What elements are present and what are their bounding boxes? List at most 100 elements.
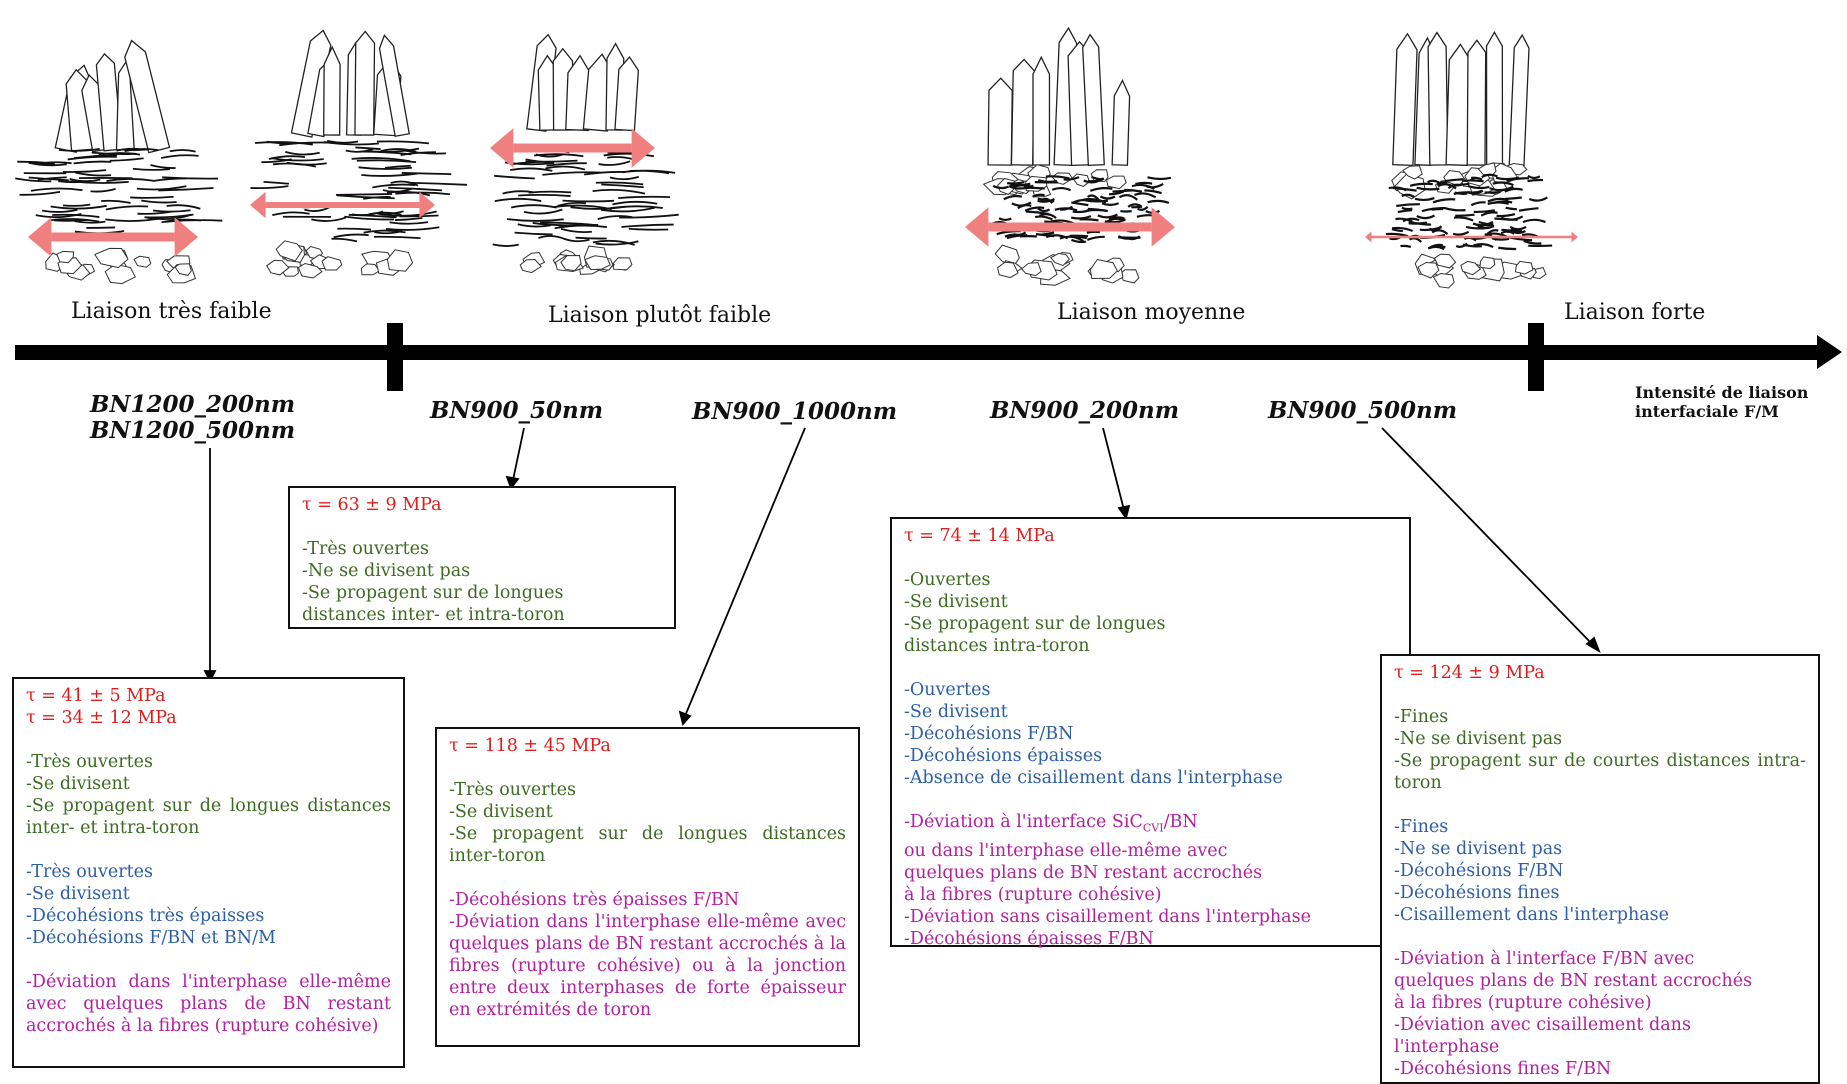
bn-layer-mark — [607, 157, 632, 159]
crack-property: -Se propagent sur de longues distances i… — [26, 795, 391, 839]
bn-layer-mark — [1474, 210, 1495, 212]
bn-layer-mark — [336, 194, 392, 195]
bn-layer-mark — [593, 190, 645, 194]
tau-value: τ = 118 ± 45 MPa — [449, 735, 846, 757]
level-label-very-weak: Liaison très faible — [71, 299, 272, 324]
bn-layer-mark — [1417, 188, 1440, 190]
bn-layer-mark — [1524, 241, 1542, 244]
tau-value: τ = 63 ± 9 MPa — [302, 494, 662, 516]
bn-layer-mark — [518, 195, 570, 196]
bn-layer-mark — [153, 210, 191, 211]
bn-layer-mark — [1455, 193, 1467, 194]
bn-layer-mark — [1070, 236, 1088, 237]
bn-layer-mark — [285, 152, 319, 155]
bn-layer-mark — [507, 219, 564, 221]
bn-layer-mark — [1398, 210, 1412, 212]
bn-layer-mark — [1488, 202, 1509, 204]
bn-layer-mark — [1455, 215, 1474, 216]
bn-layer-mark — [1478, 226, 1494, 228]
bn-layer-mark — [377, 141, 429, 143]
crystal-shape — [1487, 32, 1503, 165]
bn-layer-mark — [621, 225, 673, 227]
matrix-grain — [1073, 174, 1090, 186]
bn-layer-mark — [63, 170, 106, 172]
level-label-medium: Liaison moyenne — [1057, 300, 1245, 325]
deviation-property: quelques plans de BN restant accrochés — [1394, 970, 1806, 992]
bn-layer-mark — [106, 179, 153, 181]
bn-layer-mark — [1052, 188, 1070, 190]
bn-layer-mark — [599, 161, 630, 165]
info-box-bn900-1000nm: τ = 118 ± 45 MPa -Très ouvertes -Se divi… — [435, 727, 860, 1047]
crack-property: -Très ouvertes — [449, 779, 846, 801]
deviation-property: -Déviation dans l'interphase elle-même a… — [26, 971, 391, 1037]
crystal-shape — [988, 78, 1012, 165]
debond-property: -Décohésions F/BN — [904, 723, 1397, 745]
crack-property: distances intra-toron — [904, 635, 1397, 657]
bn-layer-mark — [41, 162, 72, 163]
bn-layer-mark — [576, 238, 607, 239]
debond-property: -Cisaillement dans l'interphase — [1394, 904, 1806, 926]
crack-property: -Ne se divisent pas — [1394, 728, 1806, 750]
deviation-property: -Décohésions très épaisses F/BN — [449, 889, 846, 911]
bn-layer-mark — [63, 205, 90, 206]
bn-layer-mark — [1410, 238, 1422, 242]
deviation-property: à la fibres (rupture cohésive) — [1394, 992, 1806, 1014]
bn-layer-mark — [75, 172, 111, 175]
bn-layer-mark — [493, 244, 519, 246]
bn-layer-mark — [1529, 197, 1547, 200]
matrix-grain — [1121, 270, 1139, 283]
interphase-schematics — [0, 0, 1847, 300]
crystal-shape — [1011, 59, 1034, 165]
crystal-shape — [1112, 80, 1130, 165]
bn-layer-mark — [1498, 248, 1516, 249]
matrix-grain — [387, 250, 412, 271]
level-label-strong: Liaison forte — [1564, 300, 1705, 325]
bn-layer-mark — [1400, 246, 1410, 247]
bn-layer-mark — [1035, 217, 1052, 220]
bn-layer-mark — [311, 218, 346, 221]
bn-layer-mark — [130, 197, 173, 198]
bn-layer-mark — [495, 199, 541, 201]
debond-property: -Se divisent — [26, 883, 391, 905]
deviation-property: -Déviation à l'interface SiCCVI/BN — [904, 811, 1397, 840]
bn-layer-mark — [133, 169, 170, 170]
crack-arrow-head — [1365, 232, 1372, 243]
tau-value: τ = 41 ± 5 MPa — [26, 685, 391, 707]
crack-arrow-head — [28, 217, 51, 257]
pointer-arrow-4 — [1103, 428, 1124, 510]
info-box-bn900-50nm: τ = 63 ± 9 MPa -Très ouvertes -Ne se div… — [288, 486, 676, 629]
bn-layer-mark — [1007, 182, 1024, 183]
matrix-grain — [1107, 176, 1127, 189]
crack-property: -Ouvertes — [904, 569, 1397, 591]
bn-layer-mark — [1012, 202, 1031, 205]
bn-layer-mark — [1100, 196, 1115, 198]
crack-property: -Se propagent sur de courtes distances i… — [1394, 750, 1806, 794]
bn-layer-mark — [1456, 244, 1467, 247]
bn-layer-mark — [1036, 234, 1054, 236]
matrix-grain — [322, 257, 342, 270]
crack-property: -Se divisent — [449, 801, 846, 823]
bn-layer-mark — [19, 192, 60, 195]
axis-title-line1: Intensité de liaison — [1635, 383, 1808, 402]
deviation-property: -Décohésions épaisses F/BN — [904, 928, 1397, 950]
debond-property: -Décohésions F/BN et BN/M — [26, 927, 391, 949]
bn-layer-mark — [1523, 220, 1545, 222]
bn-layer-mark — [151, 165, 176, 168]
bn-layer-mark — [161, 155, 198, 158]
crack-arrow-head — [490, 128, 513, 168]
axis-title-line2: interfaciale F/M — [1635, 402, 1779, 421]
bn-layer-mark — [1135, 183, 1152, 184]
bn-layer-mark — [511, 205, 557, 207]
bn-layer-mark — [74, 162, 112, 164]
bn-layer-mark — [601, 184, 643, 187]
deviation-property: -Déviation à l'interface F/BN avec — [1394, 948, 1806, 970]
crystal-shape — [1467, 40, 1486, 165]
bn-layer-mark — [1148, 177, 1171, 179]
bn-layer-mark — [997, 231, 1021, 234]
bn-layer-mark — [1071, 202, 1088, 205]
bn-layer-mark — [1098, 215, 1118, 218]
bn-layer-mark — [357, 160, 416, 162]
crack-property: -Se divisent — [26, 773, 391, 795]
debond-property: -Fines — [1394, 816, 1806, 838]
bn-layer-mark — [1402, 208, 1412, 209]
